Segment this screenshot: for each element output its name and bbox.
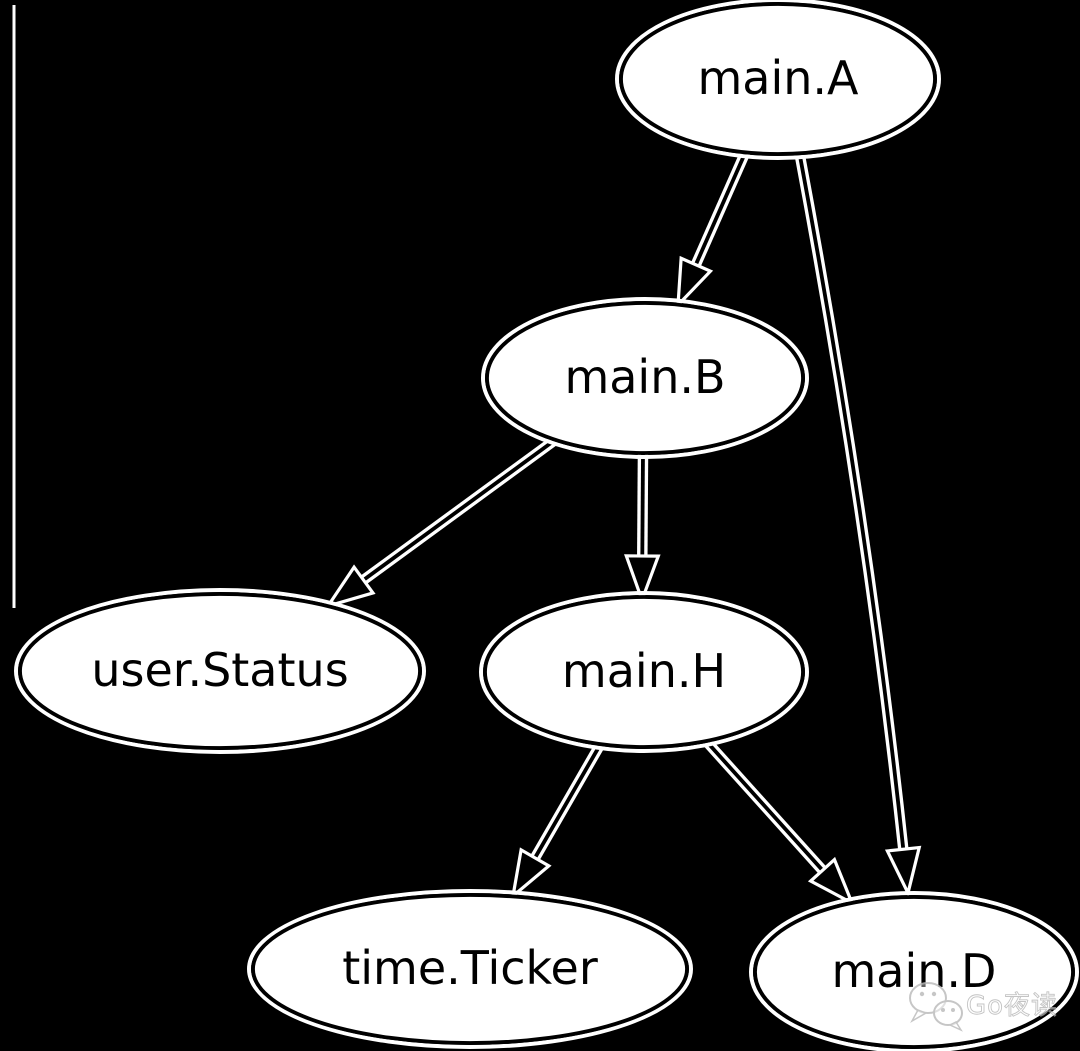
node-halo: [247, 889, 693, 1049]
arrowhead: [807, 856, 856, 907]
node-ellipse: [753, 895, 1075, 1049]
node-time.Ticker: time.Ticker: [247, 889, 693, 1049]
node-label: time.Ticker: [342, 941, 598, 995]
wechat-icon: [909, 982, 963, 1032]
nodes-layer: main.A main.B user.Status main.H time.Ticker…: [14, 0, 1079, 1051]
node-label: main.H: [562, 644, 726, 698]
node-label: user.Status: [91, 643, 348, 697]
edge-main.H-to-main.D: [703, 738, 856, 907]
node-main.H: main.H: [479, 591, 809, 753]
edges-layer: [324, 148, 922, 907]
node-ellipse: [485, 301, 805, 455]
watermark-text: Go夜读: [966, 991, 1058, 1021]
edge-line: [694, 150, 748, 266]
node-main.A: main.A: [615, 0, 941, 160]
node-halo: [749, 891, 1079, 1051]
node-main.B: main.B: [481, 297, 809, 459]
edge-line: [705, 740, 824, 872]
node-main.D: main.D: [749, 891, 1079, 1051]
node-halo: [481, 297, 809, 459]
edge-halo: [794, 155, 909, 850]
node-ellipse: [619, 2, 937, 156]
edge-line: [798, 155, 906, 850]
node-ellipse: [251, 893, 689, 1045]
node-label: main.A: [697, 51, 859, 105]
node-halo: [615, 0, 941, 160]
node-label: main.B: [564, 350, 725, 404]
edge-main.H-to-time.Ticker: [510, 742, 605, 901]
edge-line: [533, 744, 602, 859]
node-user.Status: user.Status: [14, 588, 426, 754]
node-halo: [14, 588, 426, 754]
node-halo: [479, 591, 809, 753]
arrowhead: [510, 847, 552, 901]
arrowhead: [884, 845, 922, 898]
edge-main.B-to-main.H: [624, 451, 661, 605]
arrowhead: [624, 554, 661, 605]
watermark: Go夜读: [909, 982, 1058, 1032]
arrowhead: [324, 564, 376, 609]
node-ellipse: [18, 592, 422, 750]
arrowhead: [676, 255, 714, 310]
edge-main.A-to-main.B: [676, 148, 751, 310]
edge-line: [362, 438, 557, 582]
edge-main.B-to-user.Status: [324, 435, 559, 609]
edge-main.A-to-main.D: [794, 155, 922, 898]
node-ellipse: [483, 595, 805, 749]
edge-line: [640, 451, 645, 557]
